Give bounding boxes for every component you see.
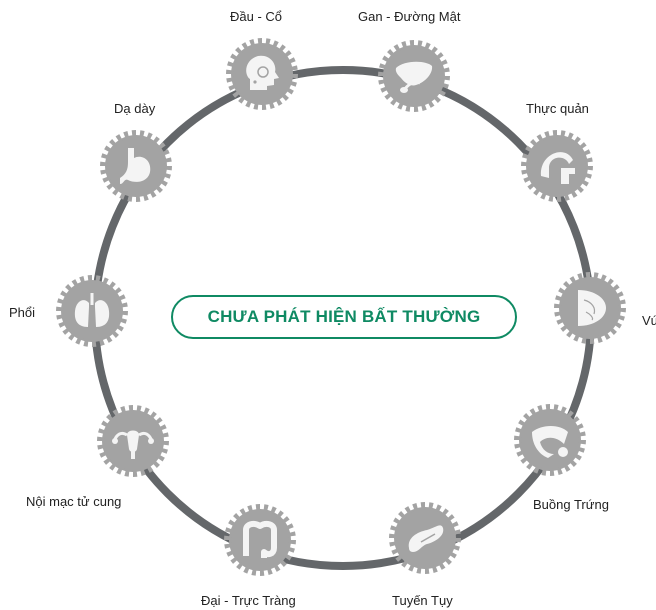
node-stomach <box>100 130 172 202</box>
colon-icon <box>243 520 277 558</box>
organ-label-colon: Đại - Trực Tràng <box>201 593 296 608</box>
node-head-neck <box>226 38 298 110</box>
organ-label-ovary: Buồng Trứng <box>533 497 609 512</box>
node-colon <box>224 504 296 576</box>
pancreas-icon <box>408 525 444 552</box>
node-uterus <box>97 405 169 477</box>
ovary-icon <box>532 426 568 458</box>
organ-label-uterus: Nội mạc tử cung <box>26 494 122 509</box>
node-pancreas <box>389 502 461 574</box>
node-liver <box>378 40 450 112</box>
uterus-icon <box>112 430 154 459</box>
liver-icon <box>395 61 433 93</box>
node-esophagus <box>521 130 593 202</box>
organ-label-esophagus: Thực quản <box>526 101 589 116</box>
node-ovary <box>514 404 586 476</box>
organ-label-breast: Vú <box>642 313 656 328</box>
organ-label-head-neck: Đầu - Cổ <box>230 9 283 24</box>
node-lung <box>56 275 128 347</box>
organ-label-liver: Gan - Đường Mật <box>358 9 461 24</box>
stomach-icon <box>120 148 151 184</box>
organ-label-pancreas: Tuyến Tụy <box>392 593 453 608</box>
breast-icon <box>578 290 606 326</box>
organ-label-stomach: Dạ dày <box>114 101 156 116</box>
status-badge: CHƯA PHÁT HIỆN BẤT THƯỜNG <box>171 295 517 339</box>
head-neck-icon <box>246 55 279 91</box>
esophagus-icon <box>540 152 575 184</box>
organ-label-lung: Phổi <box>9 305 36 320</box>
node-breast <box>554 272 626 344</box>
lung-icon <box>74 293 110 327</box>
